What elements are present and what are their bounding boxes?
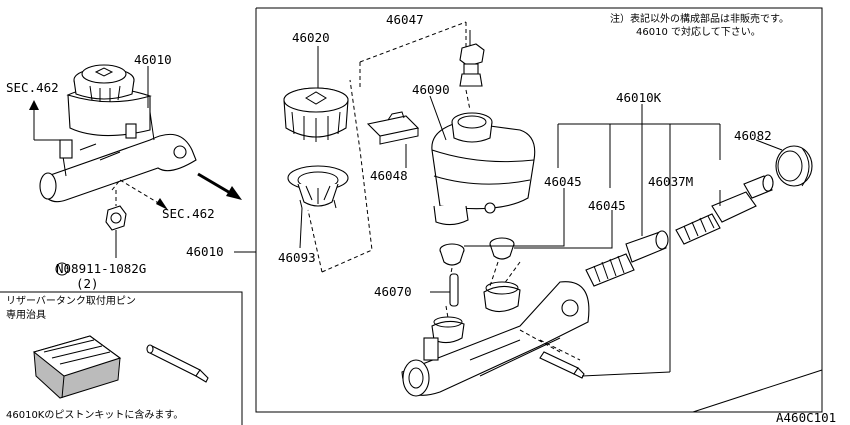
retaining-pin (539, 351, 585, 379)
label-46070: 46070 (374, 284, 412, 299)
label-46037M: 46037M (648, 174, 693, 189)
label-46010K: 46010K (616, 90, 662, 105)
label-sec462-top: SEC.462 (6, 80, 59, 95)
bolt-46047 (459, 43, 485, 87)
label-46082: 46082 (734, 128, 772, 143)
master-cylinder-assembly-illustration (39, 64, 197, 203)
reservoir-cap-46020 (283, 87, 349, 142)
piston-spring-primary (585, 253, 635, 287)
label-46010-box: 46010 (186, 244, 224, 259)
reservoir-tank-46090 (431, 112, 536, 226)
drawing-code: A460C101 (776, 410, 836, 425)
pin-46070 (449, 273, 459, 307)
piston-primary (625, 230, 669, 263)
label-nut-qty: (2) (76, 276, 99, 291)
note-tool-line1: リザーバータンク取付用ピン (6, 294, 136, 307)
cylinder-body-exploded (401, 281, 590, 397)
grommet-46045-a (439, 243, 465, 266)
label-46047: 46047 (386, 12, 424, 27)
label-46045-b: 46045 (588, 198, 626, 213)
pin-46048 (366, 111, 420, 145)
note-top-right-line1: 注）表記以外の構成部品は非販売です。 (610, 12, 789, 25)
nut-illustration (105, 205, 127, 231)
label-nut-code: N08911-1082G (56, 261, 146, 276)
piston-spring-secondary (675, 213, 721, 245)
label-46010-main: 46010 (134, 52, 172, 67)
note-top-right-line2: 46010 で対応して下さい。 (636, 25, 761, 38)
label-46020: 46020 (292, 30, 330, 45)
pin-illustration (146, 344, 209, 383)
reservoir-pin-tool-illustration (32, 335, 122, 399)
seal-46082 (775, 145, 813, 187)
note-kit: 46010Kのピストンキットに含みます。 (6, 408, 183, 421)
label-sec462-bottom: SEC.462 (162, 206, 215, 221)
exploded-view-frame (255, 7, 823, 413)
label-46090: 46090 (412, 82, 450, 97)
grommet-46045-b (489, 237, 515, 260)
strainer-46093 (287, 165, 349, 209)
note-tool-line2: 専用治具 (6, 308, 46, 321)
label-46093: 46093 (278, 250, 316, 265)
label-46045-a: 46045 (544, 174, 582, 189)
tool-note-frame (0, 291, 243, 425)
piston-secondary (711, 174, 774, 223)
label-46048: 46048 (370, 168, 408, 183)
